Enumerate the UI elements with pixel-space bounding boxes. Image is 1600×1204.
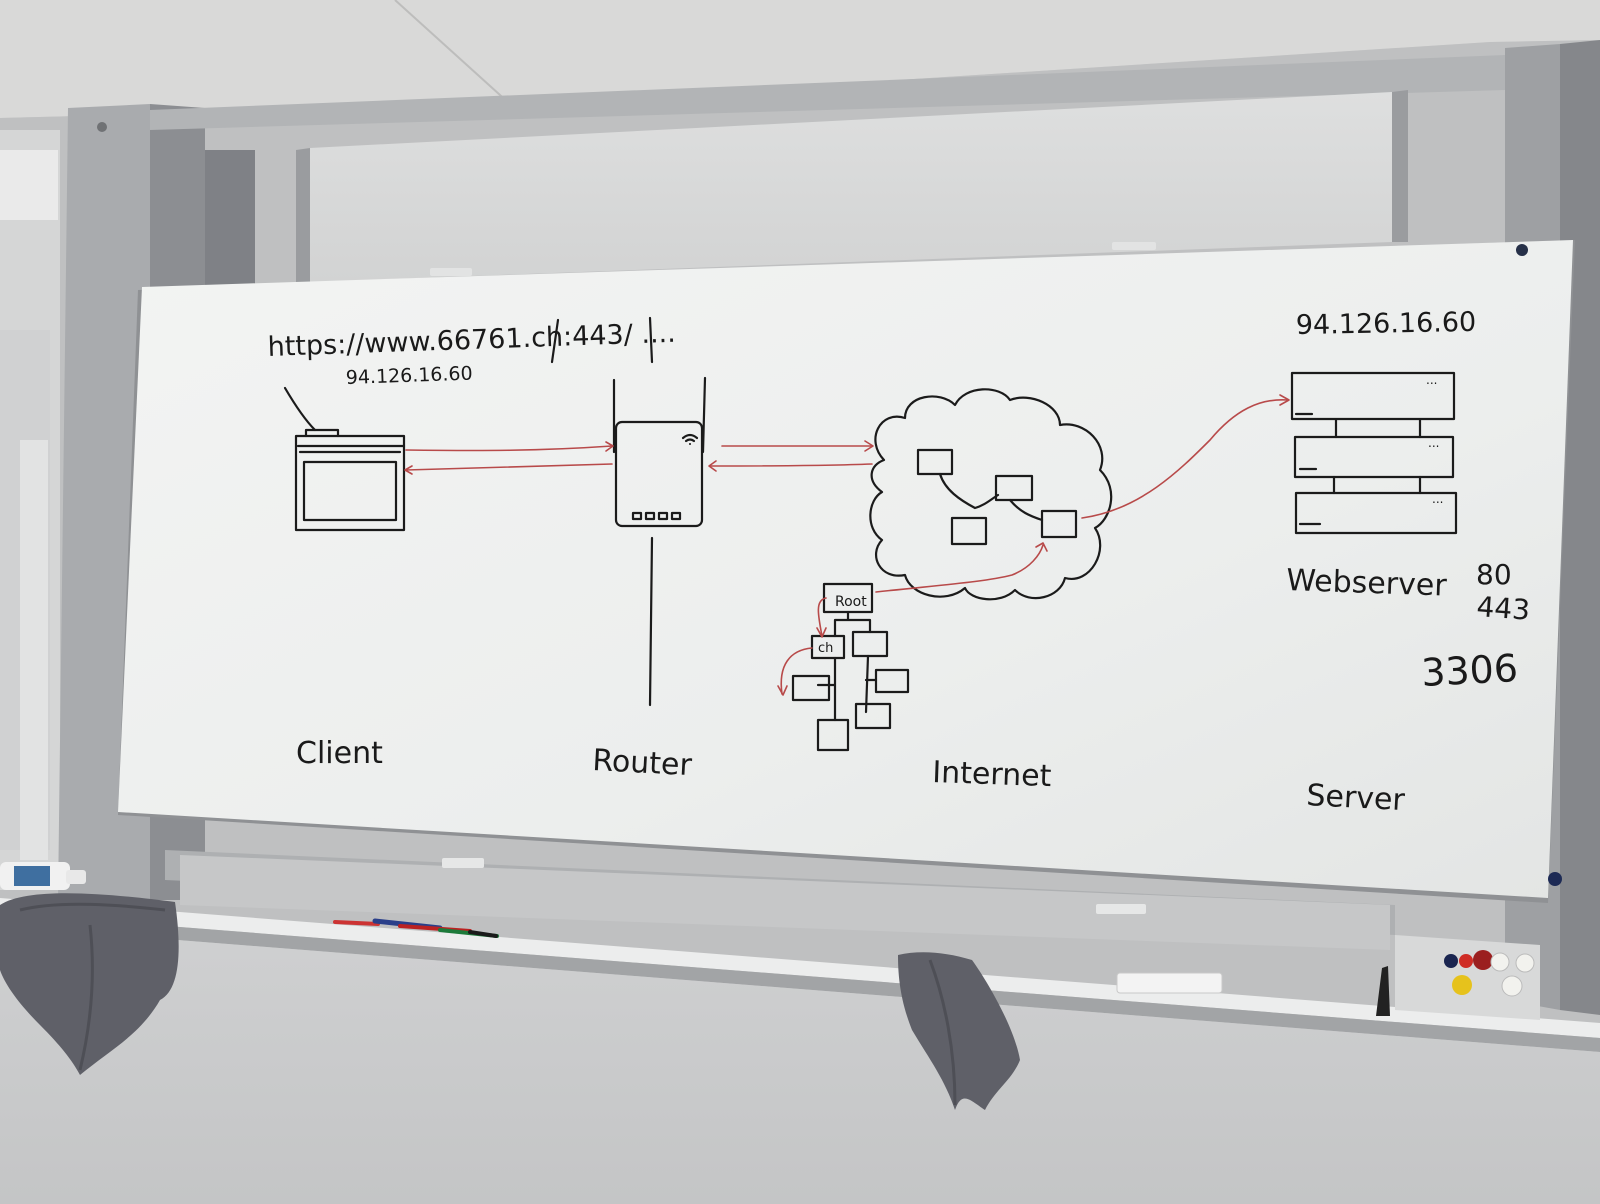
cleaner-bottle — [0, 862, 86, 890]
port-443: 443 — [1476, 590, 1532, 627]
client-ip-text: 94.126.16.60 — [345, 363, 473, 389]
board-drawing: ... ... ... https://www.66761.ch:443/ ..… — [267, 307, 1531, 818]
router-drawing — [612, 376, 707, 707]
towels — [0, 893, 1020, 1110]
port-3306: 3306 — [1420, 646, 1519, 695]
tray-objects — [0, 862, 1535, 1016]
client-browser-drawing — [283, 386, 406, 532]
svg-text:...: ... — [1426, 373, 1437, 387]
markers — [333, 918, 499, 938]
upper-board — [296, 90, 1408, 284]
dns-root-label: Root — [835, 594, 867, 610]
internet-cloud-drawing — [869, 388, 1113, 601]
label-router: Router — [592, 743, 694, 783]
label-internet: Internet — [932, 755, 1053, 794]
webserver-label: Webserver — [1286, 563, 1448, 604]
label-server: Server — [1306, 778, 1407, 818]
svg-text:...: ... — [1428, 436, 1439, 450]
label-client: Client — [296, 736, 383, 771]
lower-board — [0, 850, 1600, 1204]
server-stack-drawing: ... ... ... — [1290, 371, 1458, 535]
eraser — [1116, 972, 1223, 994]
dns-ch-label: ch — [818, 641, 833, 656]
clip — [1376, 966, 1390, 1016]
svg-text:...: ... — [1432, 492, 1443, 506]
request-arrows — [404, 394, 1290, 696]
port-80: 80 — [1476, 558, 1512, 591]
server-ip-text: 94.126.16.60 — [1296, 307, 1477, 341]
whiteboard — [118, 240, 1575, 903]
magnets — [1444, 950, 1535, 997]
